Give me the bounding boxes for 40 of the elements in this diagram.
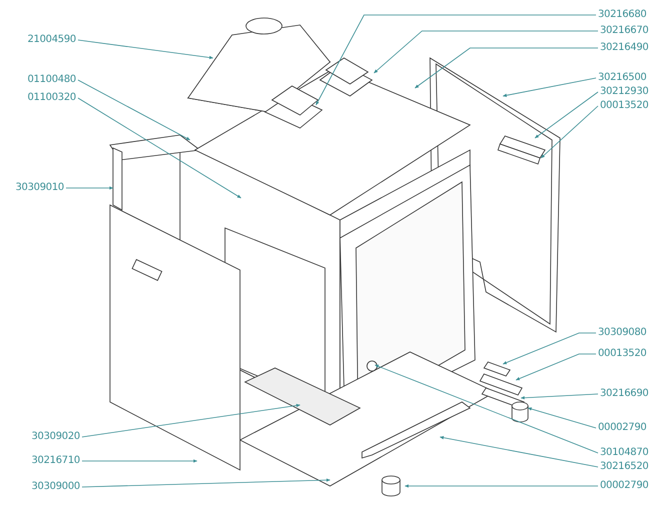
leader-line: [502, 78, 596, 97]
part-number: 01100480: [28, 74, 76, 86]
part-number: 30212930: [600, 86, 648, 98]
leader-line: [534, 92, 598, 138]
leader-line: [82, 459, 198, 463]
leader-line: [66, 186, 114, 190]
part-number: 00013520: [600, 100, 648, 112]
leader-line: [516, 354, 596, 380]
leader-line: [414, 48, 598, 88]
part-number: 30309010: [16, 182, 64, 194]
leader-line: [520, 394, 598, 400]
leader-line: [78, 80, 190, 140]
leader-line: [374, 364, 598, 454]
leader-line: [316, 14, 596, 106]
part-number: 30104870: [600, 447, 648, 459]
part-number: 30216690: [600, 388, 648, 400]
part-number: 21004590: [28, 34, 76, 46]
leader-line: [502, 332, 596, 364]
part-number: 01100320: [28, 92, 76, 104]
part-number: 00002790: [598, 422, 646, 434]
part-number: 00002790: [600, 480, 648, 492]
leader-line: [82, 404, 300, 438]
leader-line: [82, 478, 330, 488]
part-number: 00013520: [598, 348, 646, 360]
part-number: 30309000: [32, 481, 80, 493]
leader-line: [78, 40, 214, 60]
part-number: 30216490: [600, 42, 648, 54]
leader-line: [528, 407, 596, 428]
part-number: 30309080: [598, 327, 646, 339]
part-number: 30216670: [600, 25, 648, 37]
part-number: 30216520: [600, 461, 648, 473]
leader-line: [404, 484, 598, 488]
leader-line: [440, 436, 598, 468]
part-number: 30216500: [598, 72, 646, 84]
leader-line: [374, 30, 598, 74]
leader-line: [540, 106, 598, 158]
part-number: 30216710: [32, 455, 80, 467]
part-number: 30309020: [32, 431, 80, 443]
leader-line: [78, 98, 242, 198]
part-number: 30216680: [598, 9, 646, 21]
